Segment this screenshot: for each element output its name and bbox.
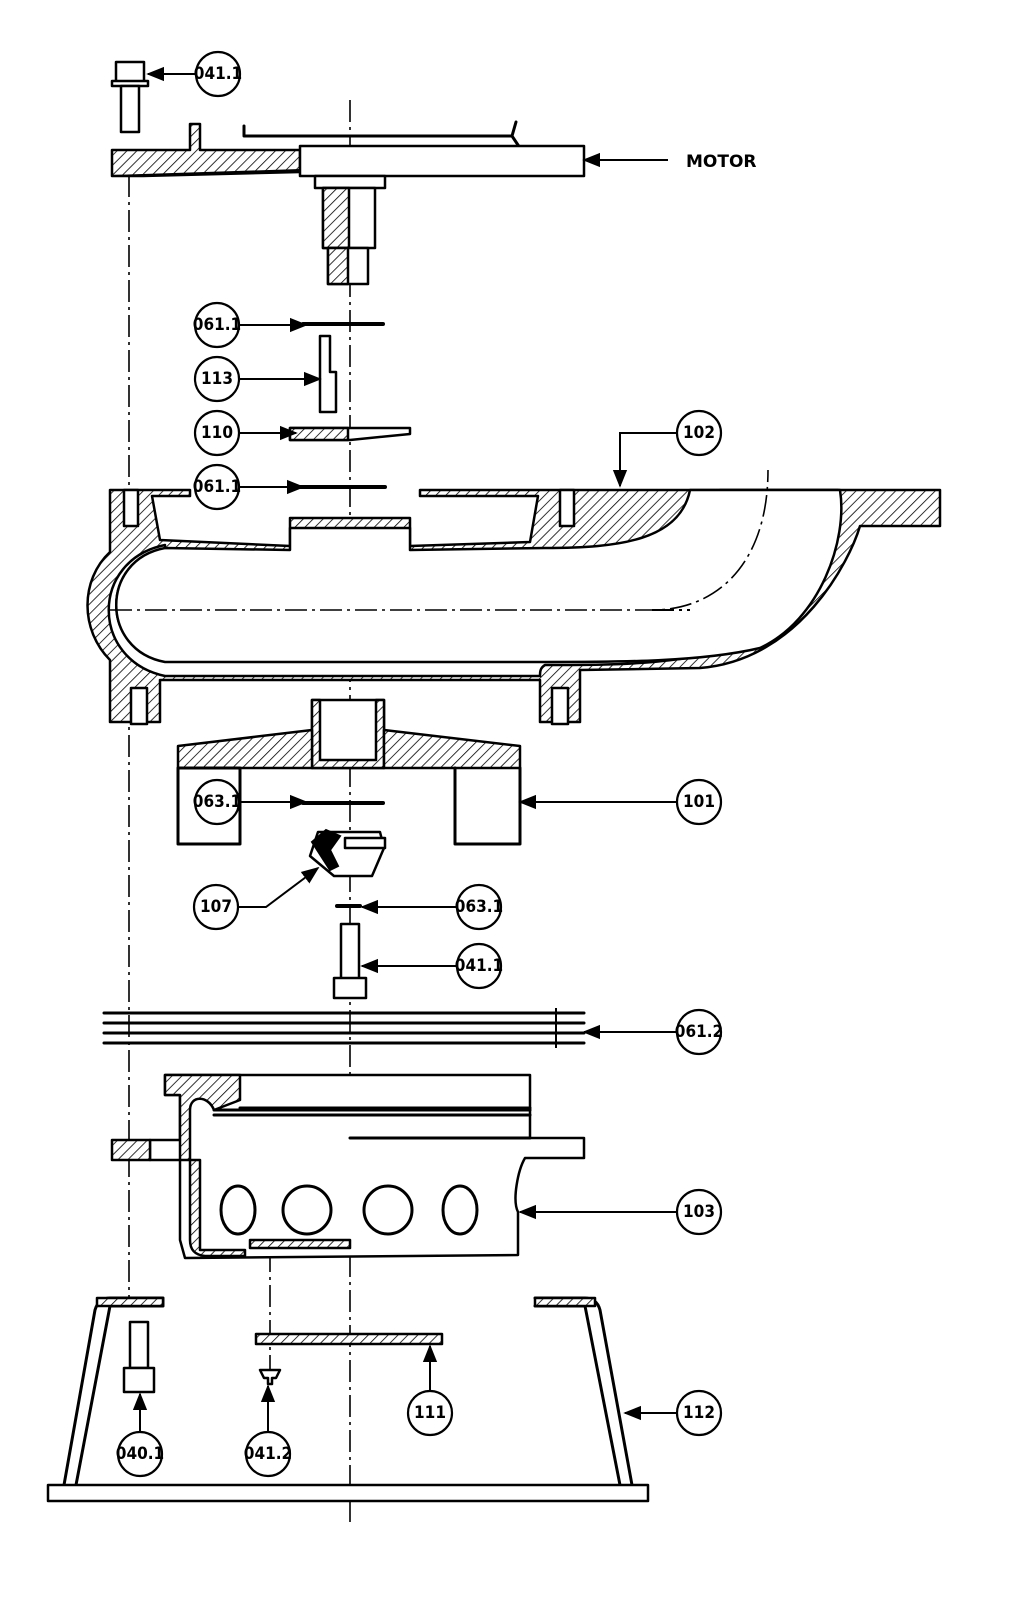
washer-110 bbox=[288, 426, 412, 442]
key-113 bbox=[318, 334, 338, 414]
callout-063-1-lower: 063.1 bbox=[455, 883, 503, 931]
suction-cover-103 bbox=[110, 1073, 586, 1260]
callout-label: 061.1 bbox=[193, 315, 241, 335]
callout-label: 110 bbox=[201, 423, 233, 443]
callout-label: 041.1 bbox=[194, 64, 242, 84]
callout-label: 041.1 bbox=[455, 956, 503, 976]
callout-041-2: 041.2 bbox=[244, 1430, 292, 1478]
callout-102: 102 bbox=[675, 409, 723, 457]
callout-040-1: 040.1 bbox=[116, 1430, 164, 1478]
callout-label: 040.1 bbox=[116, 1444, 164, 1464]
callout-label: 061.2 bbox=[675, 1022, 723, 1042]
callout-label: 111 bbox=[414, 1403, 446, 1423]
base-stand-112 bbox=[46, 1296, 650, 1503]
callout-label: 063.1 bbox=[193, 792, 241, 812]
pump-casing-102 bbox=[86, 469, 942, 726]
shaft-nut-107 bbox=[308, 828, 387, 878]
callout-label: 041.2 bbox=[244, 1444, 292, 1464]
callout-061-2: 061.2 bbox=[675, 1008, 723, 1056]
callout-041-1-middle: 041.1 bbox=[455, 942, 503, 990]
callout-113: 113 bbox=[193, 355, 241, 403]
callout-112: 112 bbox=[675, 1389, 723, 1437]
callout-label: 101 bbox=[683, 792, 715, 812]
callout-110: 110 bbox=[193, 409, 241, 457]
gasket-stack-061-2 bbox=[102, 1008, 586, 1048]
callout-label: 102 bbox=[683, 423, 715, 443]
callout-063-1-upper: 063.1 bbox=[193, 778, 241, 826]
bolt-040-1 bbox=[122, 1320, 156, 1394]
callout-103: 103 bbox=[675, 1188, 723, 1236]
callout-111: 111 bbox=[406, 1389, 454, 1437]
impeller-101 bbox=[176, 698, 522, 846]
callout-061-1-lower: 061.1 bbox=[193, 463, 241, 511]
screw-041-2 bbox=[258, 1368, 282, 1386]
center-lines bbox=[128, 100, 351, 1525]
callout-061-1-upper: 061.1 bbox=[193, 301, 241, 349]
bolt-041-1-top bbox=[110, 60, 150, 134]
motor-label: MOTOR bbox=[686, 152, 757, 172]
callout-101: 101 bbox=[675, 778, 723, 826]
callout-label: 061.1 bbox=[193, 477, 241, 497]
bolt-041-1-middle bbox=[332, 922, 368, 1000]
callout-label: 107 bbox=[200, 897, 232, 917]
callout-label: 103 bbox=[683, 1202, 715, 1222]
callout-label: 063.1 bbox=[455, 897, 503, 917]
callout-107: 107 bbox=[192, 883, 240, 931]
wear-plate-111 bbox=[254, 1332, 444, 1346]
motor bbox=[110, 120, 586, 286]
callout-041-1-top: 041.1 bbox=[194, 50, 242, 98]
callout-label: 113 bbox=[201, 369, 233, 389]
leader-lines bbox=[132, 66, 676, 1432]
callout-label: 112 bbox=[683, 1403, 715, 1423]
